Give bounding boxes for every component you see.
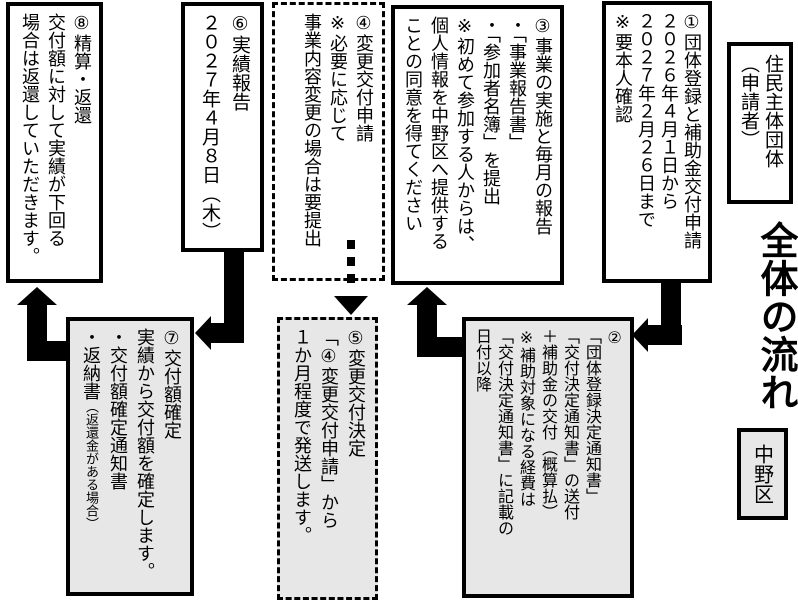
arrow-stem (661, 281, 681, 333)
step8-settlement-refund-box: ⑧精算・返還 交付額に対して実績が下回る 場合は返還していただきます。 (6, 2, 103, 283)
arrow-stem (211, 323, 244, 343)
page-title: 全体の流れ (754, 221, 798, 411)
step5-text: ⑤変更交付決定 「④変更交付申請」から １か月程度で発送します。 (291, 328, 366, 544)
arrowhead-down-icon (334, 296, 368, 315)
arrowhead-left-icon (195, 316, 211, 350)
step7-main-text: ⑦交付額確定 実績から交付額を確定します。 ・交付額確定通知書 ・返納書 (80, 328, 182, 580)
step1-text: ①団体登録と補助金交付申請 ２０２６年４月１日から ２０２７年２月２６日まで ※… (612, 12, 702, 249)
step5-change-decision-box: ⑤変更交付決定 「④変更交付申請」から １か月程度で発送します。 (277, 317, 378, 600)
step3-text: ③事業の実施と毎月の報告 ・「事業報告書」 ・「参加者名簿」を提出 ※初めて参加… (402, 16, 553, 253)
step8-text: ⑧精算・返還 交付額に対して実績が下回る 場合は返還していただきます。 (19, 13, 92, 265)
step4-text: ④変更交付申請 ※必要に応じて 事業内容変更の場合は要提出 (301, 13, 374, 247)
arrowhead-up-icon (17, 287, 57, 305)
arrow-stem (648, 325, 682, 345)
step4-change-application-box: ④変更交付申請 ※必要に応じて 事業内容変更の場合は要提出 (272, 2, 385, 281)
city-label: 中野区 (750, 444, 775, 504)
arrow-stem (27, 305, 47, 361)
city-box: 中野区 (737, 428, 788, 520)
step6-text: ⑥実績報告 ２０２７年４月８日（木） (199, 13, 251, 241)
step6-results-report-box: ⑥実績報告 ２０２７年４月８日（木） (181, 2, 264, 252)
arrowhead-up-icon (407, 287, 447, 305)
applicant-label: 住民主体団体 （申請者） (738, 54, 784, 168)
arrowhead-left-icon (632, 318, 648, 352)
step7-text: ⑦交付額確定 実績から交付額を確定します。 ・交付額確定通知書 ・返納書（返還金… (70, 321, 190, 592)
applicant-box: 住民主体団体 （申請者） (727, 42, 793, 204)
step7-note-text: （返還金がある場合） (83, 400, 98, 530)
step7-amount-determination-box: ⑦交付額確定 実績から交付額を確定します。 ・交付額確定通知書 ・返納書（返還金… (66, 317, 194, 596)
step2-notice-grant-box: ② 「団体登録決定通知書」 「交付決定通知書」の送付 ＋補助金の交付（概算払） … (462, 317, 634, 598)
dotted-arrow-stem (347, 240, 355, 286)
arrow-stem (224, 250, 244, 333)
step2-text: ② 「団体登録決定通知書」 「交付決定通知書」の送付 ＋補助金の交付（概算払） … (473, 328, 624, 536)
step3-project-implementation-box: ③事業の実施と毎月の報告 ・「事業報告書」 ・「参加者名簿」を提出 ※初めて参加… (391, 5, 564, 285)
step1-registration-application-box: ①団体登録と補助金交付申請 ２０２６年４月１日から ２０２７年２月２６日まで ※… (602, 1, 712, 283)
arrow-stem (417, 303, 437, 357)
